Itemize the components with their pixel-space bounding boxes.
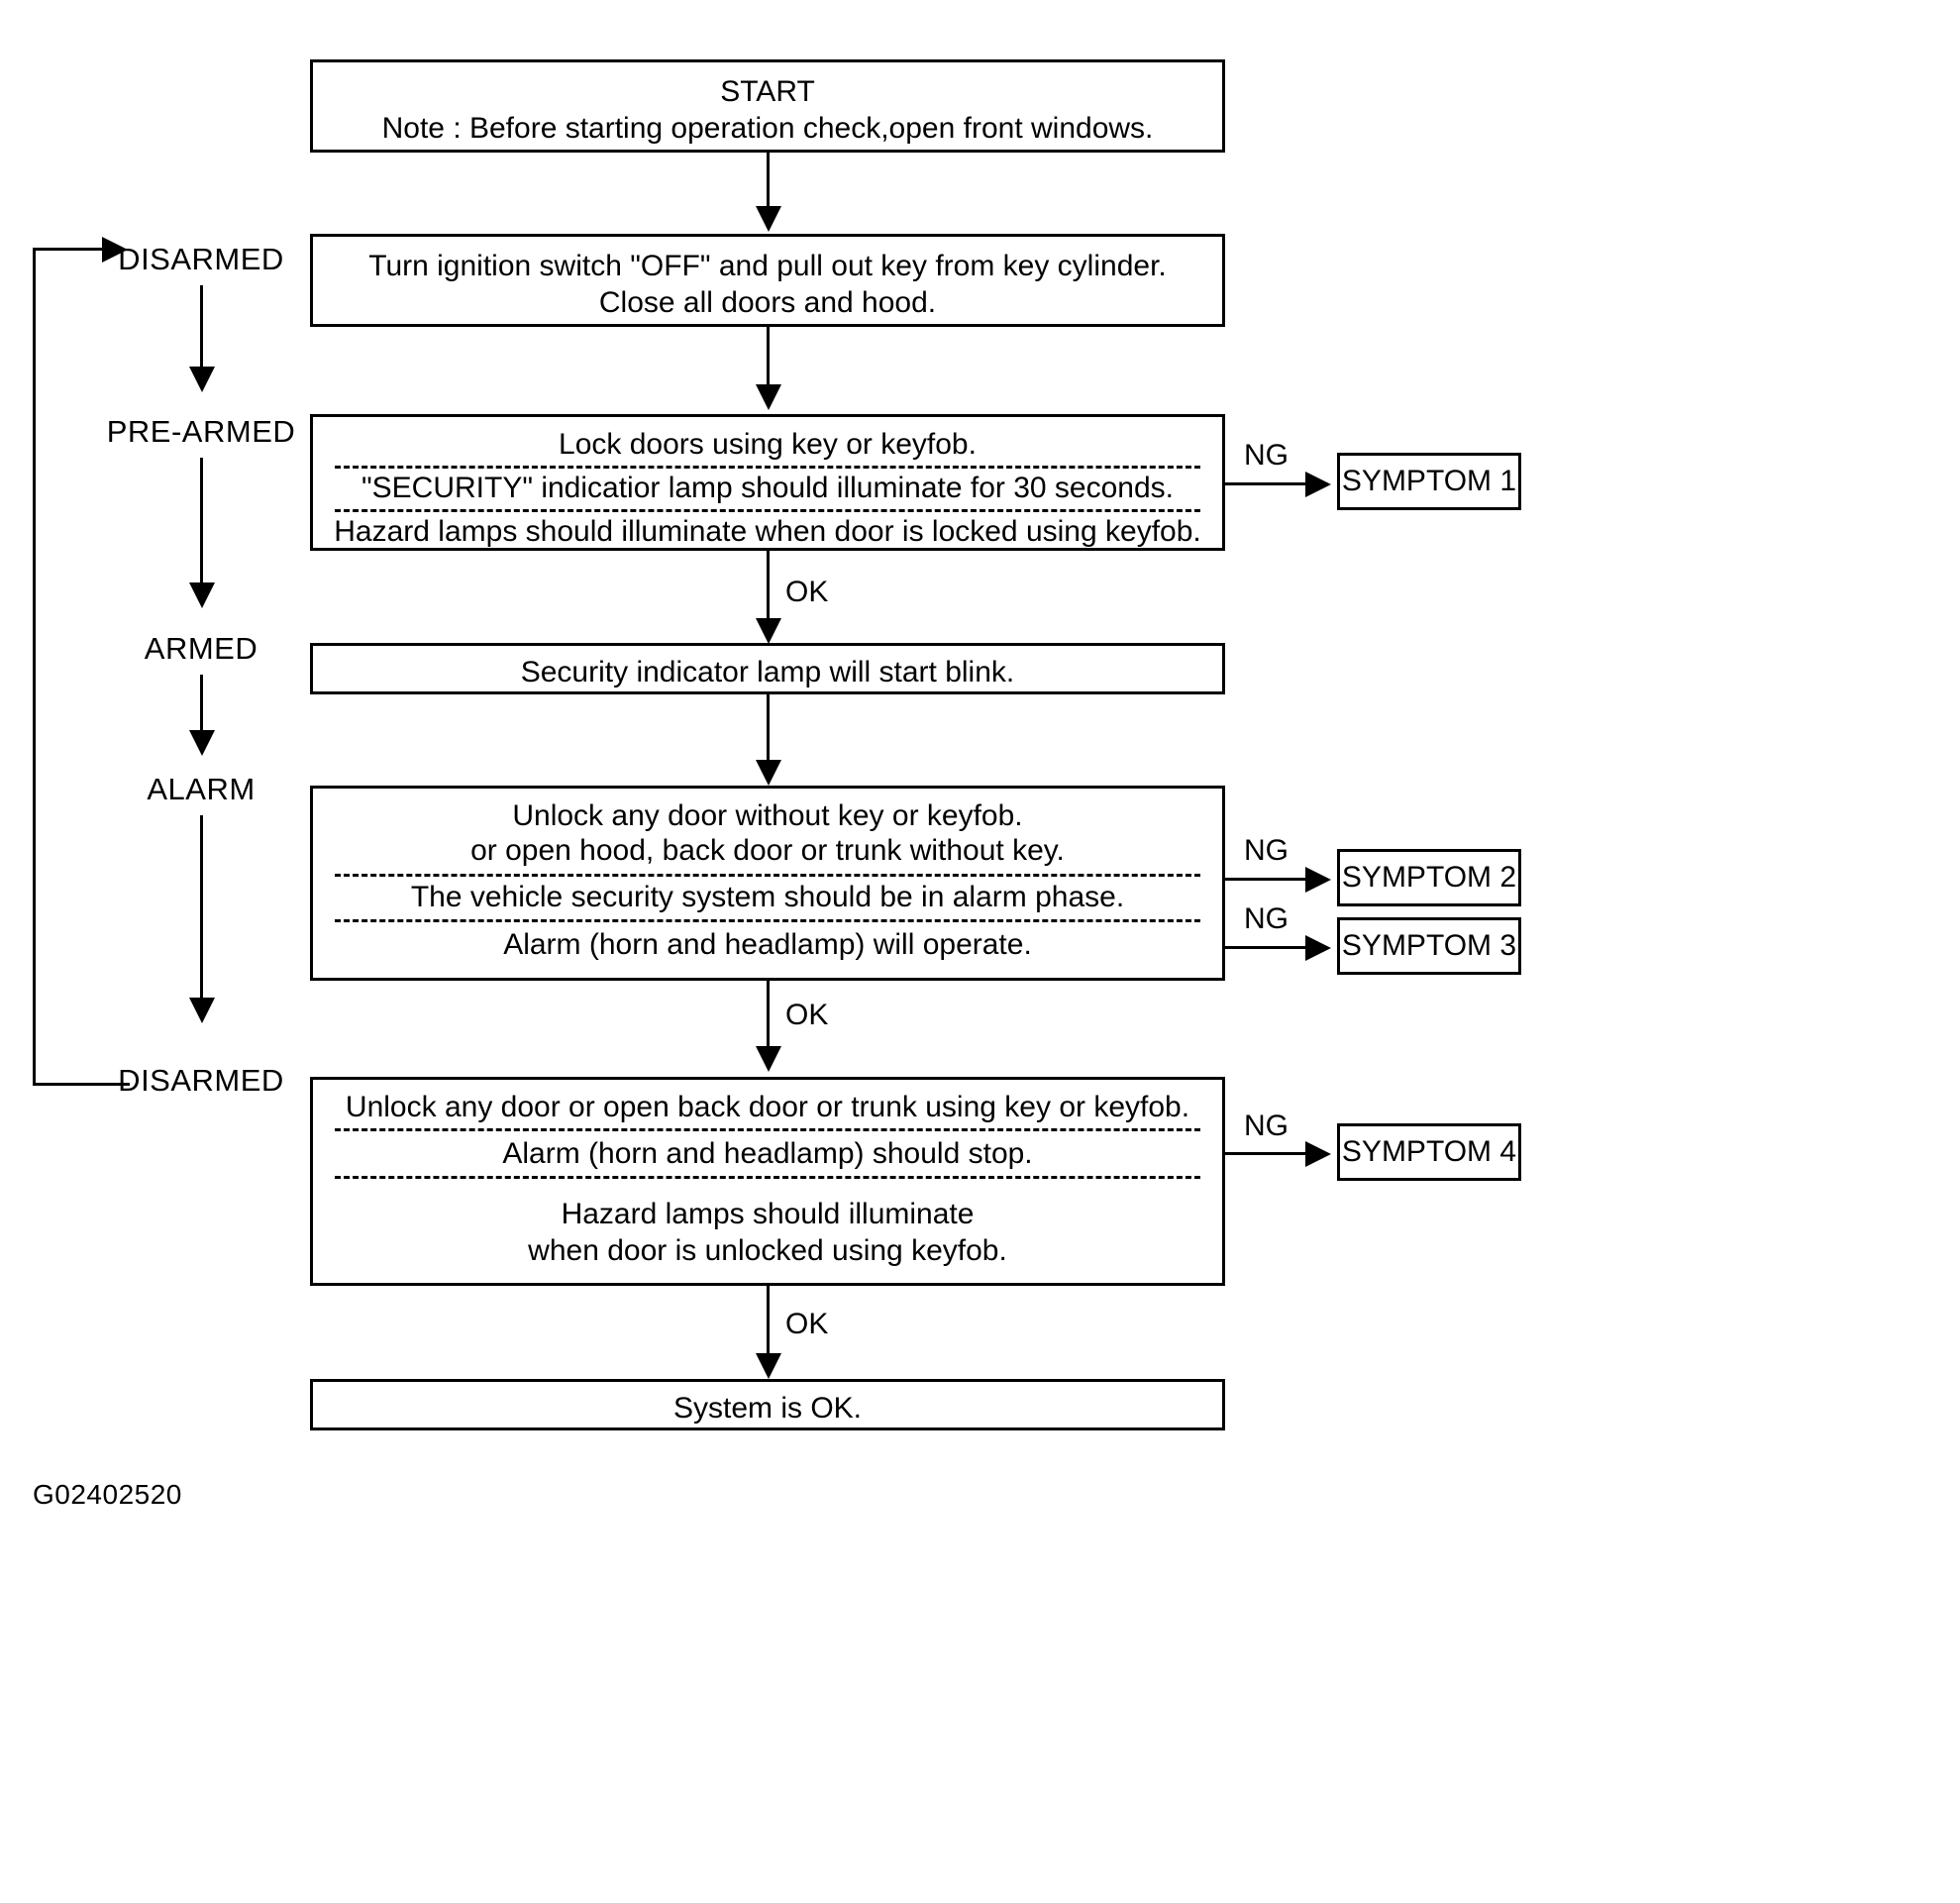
connector-step4-to-step5 xyxy=(767,694,770,764)
step6-line2: Alarm (horn and headlamp) should stop. xyxy=(502,1137,1033,1170)
end-line1: System is OK. xyxy=(672,1392,863,1425)
symptom-box-1[interactable]: SYMPTOM 1 xyxy=(1337,453,1521,510)
connector-start-to-step2 xyxy=(767,153,770,210)
step5-line3: Alarm (horn and headlamp) will operate. xyxy=(503,928,1032,961)
connector-step6-to-end xyxy=(767,1286,770,1357)
step6-divider-2 xyxy=(335,1176,1200,1179)
start-note: Note : Before starting operation check,o… xyxy=(381,112,1154,145)
step6-divider-1 xyxy=(335,1128,1200,1131)
ok-label-step5: OK xyxy=(785,999,829,1031)
symptom-box-2[interactable]: SYMPTOM 2 xyxy=(1337,849,1521,906)
ng-label-symptom-4: NG xyxy=(1244,1110,1289,1142)
ng-branch-line-symptom-1 xyxy=(1225,482,1310,485)
arrow-step4-to-step5 xyxy=(756,760,781,786)
step5-divider-2 xyxy=(335,919,1200,922)
symptom-box-3[interactable]: SYMPTOM 3 xyxy=(1337,917,1521,975)
arrow-step5-to-step6 xyxy=(756,1046,781,1072)
connector-step3-to-step4 xyxy=(767,551,770,622)
step-box-unlock-without-key: Unlock any door without key or keyfob. o… xyxy=(310,786,1225,981)
feedback-loop-arrowhead xyxy=(102,237,128,263)
step-box-unlock-with-key: Unlock any door or open back door or tru… xyxy=(310,1077,1225,1286)
symptom-box-4[interactable]: SYMPTOM 4 xyxy=(1337,1123,1521,1181)
ng-label-symptom-3: NG xyxy=(1244,902,1289,935)
step6-line1: Unlock any door or open back door or tru… xyxy=(345,1091,1190,1123)
step3-line1: Lock doors using key or keyfob. xyxy=(559,428,977,461)
state-connector-prearmed-to-armed xyxy=(200,458,203,586)
ng-branch-line-symptom-3 xyxy=(1225,946,1310,949)
step-box-lock-doors: Lock doors using key or keyfob. "SECURIT… xyxy=(310,414,1225,551)
step3-line2: "SECURITY" indicatior lamp should illumi… xyxy=(361,472,1174,504)
ng-branch-arrow-symptom-3 xyxy=(1305,935,1331,961)
state-arrow-prearmed xyxy=(189,367,215,392)
step-box-indicator-blink: Security indicator lamp will start blink… xyxy=(310,643,1225,694)
arrow-start-to-step2 xyxy=(756,206,781,232)
state-label-armed: ARMED xyxy=(144,631,258,666)
arrow-step3-to-step4 xyxy=(756,618,781,644)
connector-step5-to-step6 xyxy=(767,981,770,1050)
ok-label-step6: OK xyxy=(785,1308,829,1340)
step4-line1: Security indicator lamp will start blink… xyxy=(520,656,1015,688)
step3-line3: Hazard lamps should illuminate when door… xyxy=(334,515,1201,548)
state-arrow-armed xyxy=(189,582,215,608)
arrow-step2-to-step3 xyxy=(756,384,781,410)
step6-line3b: when door is unlocked using keyfob. xyxy=(528,1234,1007,1267)
feedback-loop-left-segment xyxy=(33,248,36,1086)
step2-line2: Close all doors and hood. xyxy=(598,286,937,319)
feedback-loop-top-segment xyxy=(33,248,104,251)
ng-label-symptom-1: NG xyxy=(1244,439,1289,472)
ng-branch-line-symptom-2 xyxy=(1225,878,1310,881)
step-box-system-ok: System is OK. xyxy=(310,1379,1225,1430)
ng-branch-line-symptom-4 xyxy=(1225,1152,1310,1155)
step5-line1a: Unlock any door without key or keyfob. xyxy=(512,799,1023,832)
state-label-disarmed-top: DISARMED xyxy=(118,242,284,276)
step-box-start: START Note : Before starting operation c… xyxy=(310,59,1225,153)
arrow-step6-to-end xyxy=(756,1353,781,1379)
state-arrow-disarmed-bottom xyxy=(189,998,215,1023)
state-arrow-alarm xyxy=(189,730,215,756)
step5-line1b: or open hood, back door or trunk without… xyxy=(470,834,1065,867)
connector-step2-to-step3 xyxy=(767,327,770,388)
step5-line2: The vehicle security system should be in… xyxy=(410,881,1125,913)
step3-divider-2 xyxy=(335,509,1200,512)
state-label-alarm: ALARM xyxy=(147,772,256,806)
figure-id-label: G02402520 xyxy=(33,1479,182,1510)
step6-line3a: Hazard lamps should illuminate xyxy=(561,1198,975,1230)
step5-divider-1 xyxy=(335,874,1200,877)
ng-branch-arrow-symptom-2 xyxy=(1305,867,1331,893)
start-title: START xyxy=(720,75,815,108)
step-box-ignition-off: Turn ignition switch "OFF" and pull out … xyxy=(310,234,1225,327)
ng-label-symptom-2: NG xyxy=(1244,834,1289,867)
state-label-disarmed-bottom: DISARMED xyxy=(118,1063,284,1098)
step3-divider-1 xyxy=(335,466,1200,469)
state-connector-disarmed-to-prearmed xyxy=(200,285,203,370)
feedback-loop-bottom-segment xyxy=(33,1083,130,1086)
ok-label-step3: OK xyxy=(785,576,829,608)
step2-line1: Turn ignition switch "OFF" and pull out … xyxy=(368,250,1167,282)
ng-branch-arrow-symptom-4 xyxy=(1305,1141,1331,1167)
state-label-pre-armed: PRE-ARMED xyxy=(106,414,296,449)
ng-branch-arrow-symptom-1 xyxy=(1305,472,1331,497)
state-connector-armed-to-alarm xyxy=(200,675,203,734)
state-connector-alarm-to-disarmed xyxy=(200,815,203,1002)
